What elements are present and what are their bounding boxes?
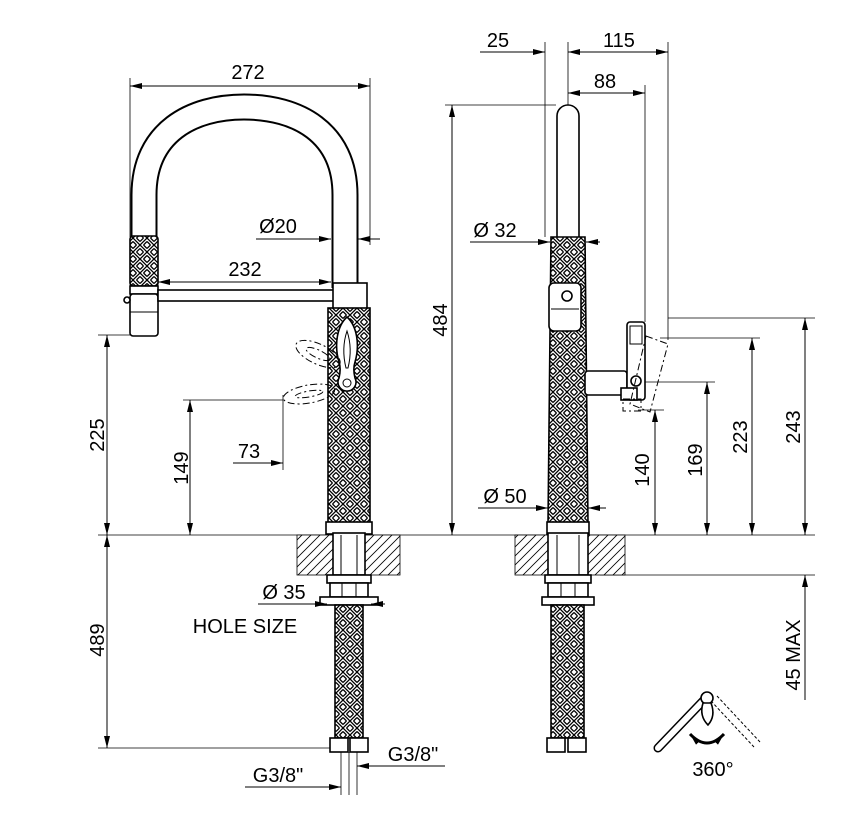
label-d35: Ø 35 [262, 582, 305, 604]
lever-handle [335, 315, 359, 392]
hose-fitting-right [349, 737, 369, 753]
side-fixing-washer [541, 596, 595, 606]
label-243: 243 [783, 410, 805, 443]
side-lever-ghost [629, 335, 669, 413]
supply-hose [334, 604, 364, 739]
lever-ghost-lower [282, 383, 336, 405]
front-view: 272 Ø20 232 225 149 73 489 Ø 35 HOLE SIZ… [87, 62, 445, 795]
side-counter-section-right [587, 534, 626, 576]
label-169: 169 [685, 443, 707, 476]
label-115: 115 [603, 30, 635, 52]
hose-fitting-left [329, 737, 349, 753]
side-body-braid [547, 236, 589, 525]
side-lever-handle-cap [629, 325, 643, 345]
spray-holder-bar [157, 289, 335, 302]
label-73: 73 [238, 441, 260, 463]
side-dimension-lines [449, 49, 808, 700]
side-spray-head-button [561, 290, 573, 302]
side-mounting-shank [547, 532, 589, 576]
spray-head-button [123, 296, 131, 304]
side-fixing-ring [544, 574, 592, 584]
label-g38-right: G3/8" [388, 744, 438, 766]
side-hose-fitting-left [546, 737, 566, 753]
label-d20: Ø20 [259, 216, 297, 238]
counter-section-right [364, 534, 401, 576]
rotation-spout-ghost-b [716, 695, 761, 743]
rotation-label: 360° [692, 759, 733, 781]
rotation-spout-fill [655, 697, 707, 751]
lever-ghost-lower-inner [294, 389, 324, 399]
label-45-max: 45 MAX [783, 619, 805, 690]
lever-handle-hole [342, 378, 352, 388]
side-spout [556, 104, 580, 239]
mounting-shank [332, 532, 366, 576]
gooseneck-spout-fill [132, 95, 357, 288]
rotation-icon: 360° [653, 691, 761, 781]
label-25: 25 [487, 30, 509, 52]
spray-head-ring [129, 285, 159, 295]
side-counter-section-left [514, 534, 549, 576]
label-225: 225 [87, 418, 109, 451]
label-88: 88 [594, 71, 616, 93]
side-supply-hose [550, 604, 585, 739]
front-labels: 272 Ø20 232 225 149 73 489 Ø 35 HOLE SIZ… [87, 62, 438, 787]
lever-handle-slot [343, 329, 351, 369]
label-149: 149 [171, 451, 193, 484]
label-223: 223 [730, 420, 752, 453]
label-272: 272 [231, 62, 264, 84]
fixing-ring [326, 574, 372, 584]
side-lever-handle-hole [630, 375, 642, 387]
side-spray-head [548, 282, 582, 332]
spray-head-braid [129, 235, 159, 287]
side-lever-lower-piece [620, 387, 638, 401]
reference-lines [98, 534, 815, 749]
side-hose-fitting-right [567, 737, 587, 753]
side-extension-lines [445, 42, 815, 411]
lever-ghost-upper [295, 339, 341, 369]
front-extension-lines [98, 78, 371, 795]
fixing-washer [319, 596, 379, 606]
label-hole-size: HOLE SIZE [193, 616, 297, 638]
rotation-spout-ghost-a [710, 700, 755, 748]
label-232: 232 [228, 259, 261, 281]
label-140: 140 [632, 453, 654, 486]
spray-head-nozzle [129, 293, 159, 337]
label-d32: Ø 32 [473, 220, 516, 242]
rotation-handle [701, 702, 714, 727]
side-labels: 25 115 88 484 Ø 32 Ø 50 140 169 223 243 … [430, 30, 805, 691]
label-g38-left: G3/8" [253, 765, 303, 787]
body-top-block [332, 282, 368, 310]
side-fixing-nut [547, 582, 589, 598]
side-view: 25 115 88 484 Ø 32 Ø 50 140 169 223 243 … [430, 30, 815, 753]
label-484: 484 [430, 303, 452, 336]
lever-ghost-upper-inner [305, 346, 331, 362]
rotation-arrow-icon [688, 732, 726, 745]
label-d50: Ø 50 [483, 486, 526, 508]
fixing-nut [329, 582, 369, 598]
counter-section-left [296, 534, 334, 576]
front-dimension-lines [104, 83, 445, 790]
label-489: 489 [87, 623, 109, 656]
